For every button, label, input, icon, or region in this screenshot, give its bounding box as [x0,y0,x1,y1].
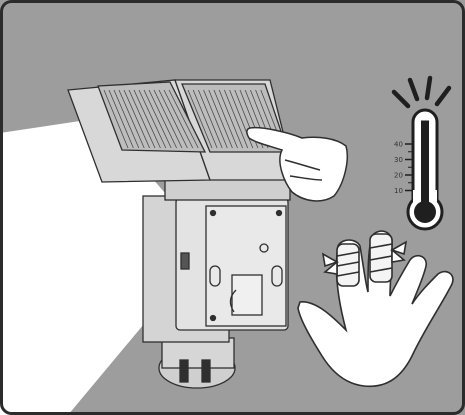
screw-bottom-left [211,316,216,321]
thermometer-tick-label: 10 [394,187,403,195]
slot-left [210,266,220,286]
screw-top-left [211,211,216,216]
mount-screw-left [180,360,188,382]
screw-center [260,244,268,252]
thermometer-tick-label: 30 [394,156,403,164]
thermometer-tick-label: 40 [394,141,403,149]
mount-screw-right [202,360,210,382]
thermometer-fill [421,121,429,207]
heat-ray [427,78,430,98]
slot-right [272,266,282,286]
label-area [232,275,262,315]
terminal-block [181,253,189,269]
thermometer-tick-label: 20 [394,172,403,180]
lamp-neck [165,178,290,200]
screw-top-right [277,211,282,216]
